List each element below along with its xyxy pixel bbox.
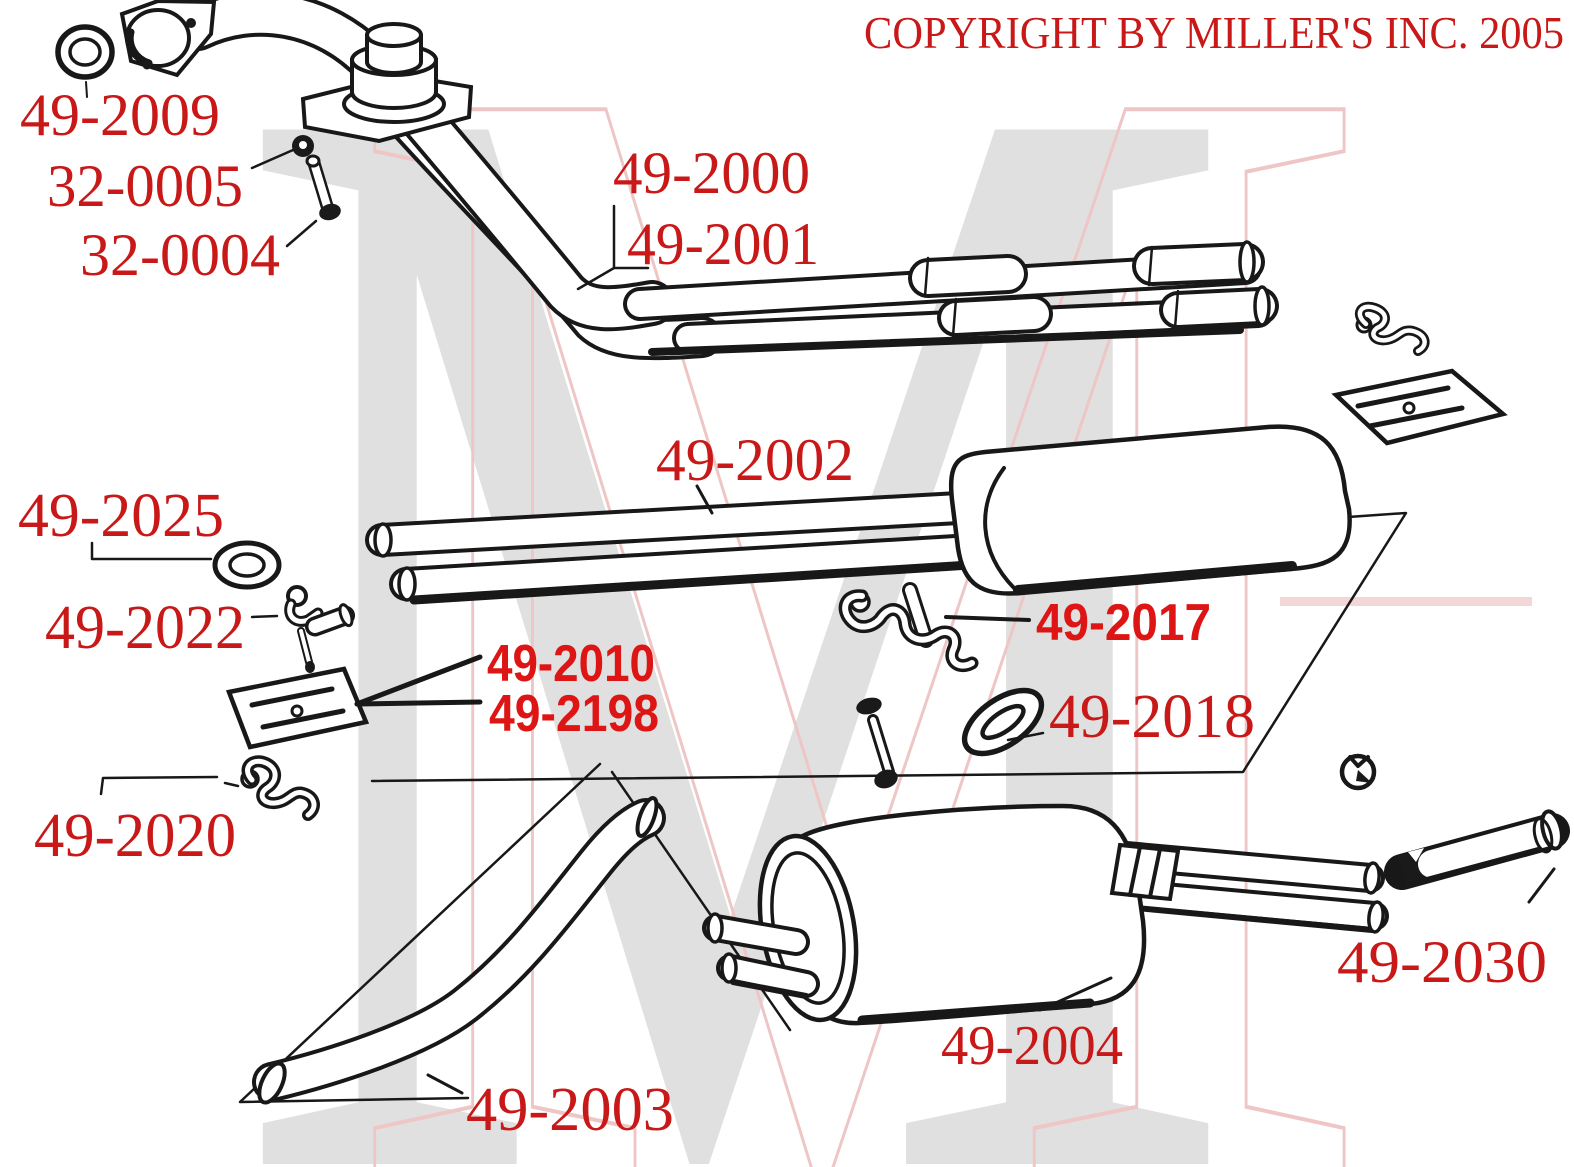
flex-joint-drawing	[300, 22, 474, 144]
oval-grommet-drawing	[961, 687, 1045, 757]
part-number-labels: COPYRIGHT BY MILLER'S INC. 2005 49-2009 …	[18, 7, 1564, 1144]
hanger-pin-drawing	[902, 582, 934, 648]
part-label-49-2022: 49-2022	[45, 594, 245, 662]
manifold-flange-drawing	[119, 0, 217, 78]
center-hanger-clamp-drawing	[838, 589, 979, 673]
part-label-49-2017: 49-2017	[1036, 594, 1211, 652]
part-label-32-0005: 32-0005	[47, 153, 243, 219]
wavy-clamp-drawing	[240, 755, 320, 821]
small-knob-drawing	[1339, 753, 1377, 791]
rear-muffler-drawing	[702, 803, 1181, 1026]
left-hardware-drawings	[212, 540, 370, 821]
part-label-49-2030: 49-2030	[1337, 929, 1547, 995]
right-hardware-drawings	[1331, 301, 1508, 791]
front-downpipe-assembly-drawing	[55, 0, 1279, 361]
part-label-49-2003: 49-2003	[466, 1076, 674, 1144]
mount-ring-drawing	[212, 540, 282, 590]
flange-gasket-drawing	[55, 24, 115, 98]
hanger-bolt-drawing	[856, 697, 898, 789]
copyright-text: COPYRIGHT BY MILLER'S INC. 2005	[864, 7, 1564, 58]
part-label-49-2004: 49-2004	[941, 1015, 1123, 1077]
tailpipe-tip-drawing	[1384, 809, 1570, 890]
part-label-49-2198: 49-2198	[489, 685, 659, 743]
bolt-drawing	[305, 154, 341, 221]
nut-drawing	[292, 135, 314, 157]
part-label-49-2002: 49-2002	[656, 427, 854, 493]
right-wavy-clamp-drawing	[1354, 301, 1430, 356]
watermark-pink-strip	[1280, 597, 1532, 606]
part-label-49-2010: 49-2010	[487, 635, 655, 693]
center-pipes-resonator-drawing	[365, 424, 1352, 789]
s-pipe-drawing	[252, 796, 666, 1105]
rear-section-drawings	[252, 796, 1570, 1105]
part-label-49-2018: 49-2018	[1049, 683, 1255, 751]
part-label-49-2001: 49-2001	[627, 211, 819, 277]
part-label-49-2025: 49-2025	[18, 482, 224, 550]
small-clamp-drawing	[284, 585, 356, 673]
slotted-mount-plate-drawing	[225, 666, 370, 750]
leader-lines	[90, 148, 1556, 1095]
right-slotted-plate-drawing	[1331, 368, 1508, 446]
part-label-32-0004: 32-0004	[80, 222, 280, 288]
part-label-49-2020: 49-2020	[34, 802, 236, 870]
part-label-49-2000: 49-2000	[613, 140, 810, 206]
part-label-49-2009: 49-2009	[20, 82, 220, 148]
